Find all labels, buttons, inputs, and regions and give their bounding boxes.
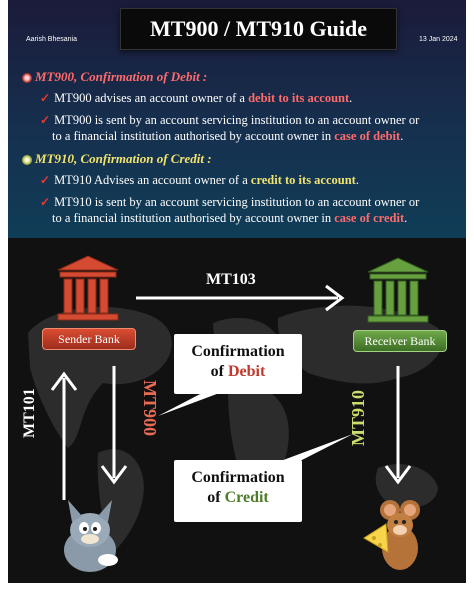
mt103-arrow [136,284,345,312]
debit-speech-bubble [158,334,302,416]
bullet-icon [22,73,32,84]
receiver-bank-label: Receiver Bank [353,330,447,352]
debit-point-2: ✓MT900 is sent by an account servicing i… [40,113,420,127]
sender-bank-label: Sender Bank [42,328,136,350]
mouse-character-icon [363,500,420,570]
mt900-arrow [100,366,128,485]
debit-point-1: ✓MT900 advises an account owner of a deb… [40,91,353,105]
flow-diagram: Sender Bank Receiver Bank MT103 MT101 MT… [8,238,466,583]
mt101-arrow [50,371,78,500]
credit-bubble-text: Confirmation of Credit [191,469,285,506]
credit-point-2-cont: to a financial institution authorised by… [52,211,408,225]
mt910-arrow [384,366,412,485]
mt900-label: MT900 [140,380,160,436]
sender-bank-icon [57,255,119,321]
debit-point-2-cont: to a financial institution authorised by… [52,129,404,143]
debit-bubble-text: Confirmation of Debit [191,343,285,380]
check-icon: ✓ [40,113,51,127]
bullet-icon [22,155,32,166]
check-icon: ✓ [40,195,51,209]
mt103-label: MT103 [206,271,256,288]
publish-date: 13 Jan 2024 [419,36,458,43]
credit-point-2: ✓MT910 is sent by an account servicing i… [40,195,420,209]
page-title: MT900 / MT910 Guide [120,8,397,50]
debit-heading: MT900, Confirmation of Debit : [22,69,207,85]
check-icon: ✓ [40,91,51,105]
credit-speech-bubble [174,434,353,522]
receiver-bank-icon [367,257,429,323]
credit-heading: MT910, Confirmation of Credit : [22,151,212,167]
mt910-label: MT910 [348,390,368,446]
cat-character-icon [64,500,118,572]
mt101-label: MT101 [21,388,38,438]
diagram-graphics [50,255,429,572]
check-icon: ✓ [40,173,51,187]
credit-point-1: ✓MT910 Advises an account owner of a cre… [40,173,359,187]
author-name: Aarish Bhesania [26,36,77,43]
